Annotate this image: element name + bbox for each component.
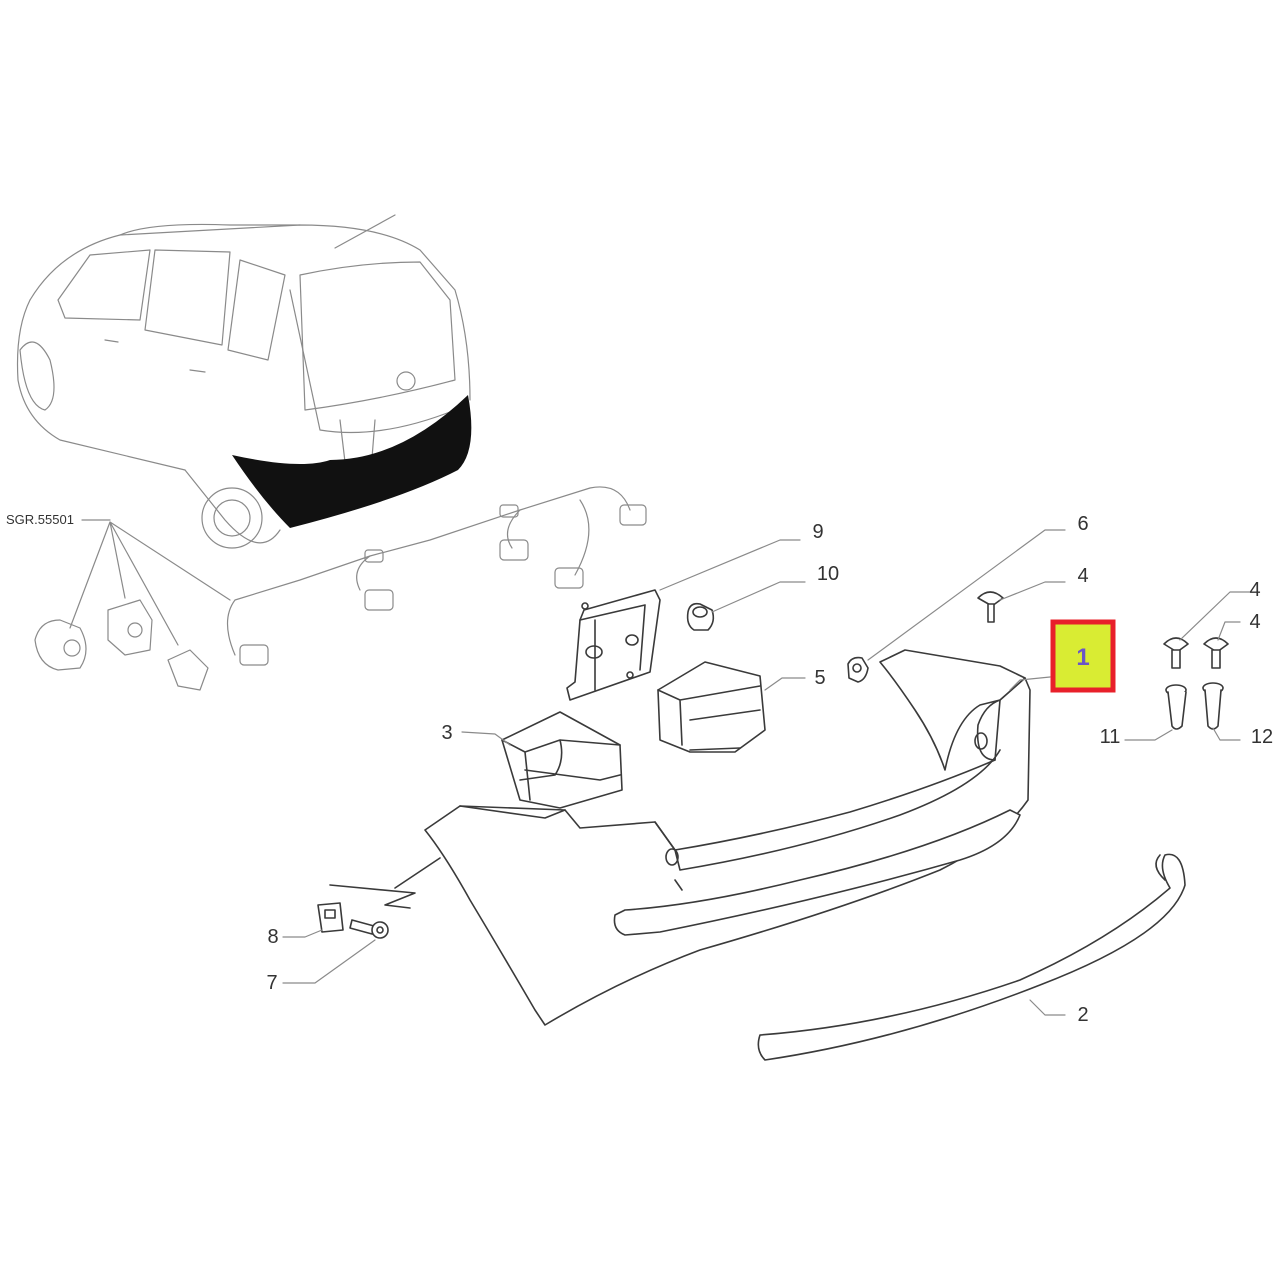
vehicle-reference-illustration bbox=[16, 214, 472, 549]
part-5-absorber bbox=[657, 661, 766, 753]
callout-3[interactable]: 3 bbox=[441, 722, 452, 744]
part-4-screw-a bbox=[977, 591, 1004, 623]
rear-bumper-moulding bbox=[757, 853, 1186, 1061]
callout-12[interactable]: 12 bbox=[1251, 726, 1273, 748]
highlight-box[interactable] bbox=[1050, 619, 1116, 693]
callout-9[interactable]: 9 bbox=[812, 521, 823, 543]
leader-lines bbox=[282, 529, 1251, 1016]
callout-7[interactable]: 7 bbox=[266, 972, 277, 994]
callout-2[interactable]: 2 bbox=[1077, 1004, 1088, 1026]
callout-5[interactable]: 5 bbox=[814, 667, 825, 689]
part-6-nut bbox=[847, 656, 869, 683]
callout-4-right-b[interactable]: 4 bbox=[1249, 611, 1260, 633]
part-8-clip bbox=[317, 902, 344, 933]
callout-11[interactable]: 11 bbox=[1100, 726, 1121, 748]
part-9-bracket bbox=[566, 589, 661, 701]
callout-4-upper[interactable]: 4 bbox=[1077, 565, 1088, 587]
callout-10[interactable]: 10 bbox=[817, 563, 839, 585]
callout-8[interactable]: 8 bbox=[267, 926, 278, 948]
highlighted-rear-bumper-area bbox=[232, 395, 472, 528]
highlighted-callout-1[interactable]: 1 bbox=[1050, 619, 1116, 693]
part-12-pin bbox=[1202, 682, 1224, 730]
callout-6[interactable]: 6 bbox=[1077, 513, 1088, 535]
part-11-pin bbox=[1165, 684, 1187, 730]
part-7-screw bbox=[349, 919, 389, 939]
section-code-label: SGR.55501 bbox=[6, 512, 74, 527]
part-10-grommet bbox=[686, 602, 715, 631]
callout-1[interactable]: 1 bbox=[1076, 644, 1089, 671]
part-4-screw-b bbox=[1163, 637, 1189, 669]
parking-sensors bbox=[34, 519, 231, 691]
part-3-absorber bbox=[501, 711, 623, 809]
parking-sensor-harness bbox=[226, 486, 647, 666]
callout-4-right-a[interactable]: 4 bbox=[1249, 579, 1260, 601]
rear-bumper bbox=[329, 649, 1031, 1026]
part-4-screw-c bbox=[1203, 637, 1229, 669]
